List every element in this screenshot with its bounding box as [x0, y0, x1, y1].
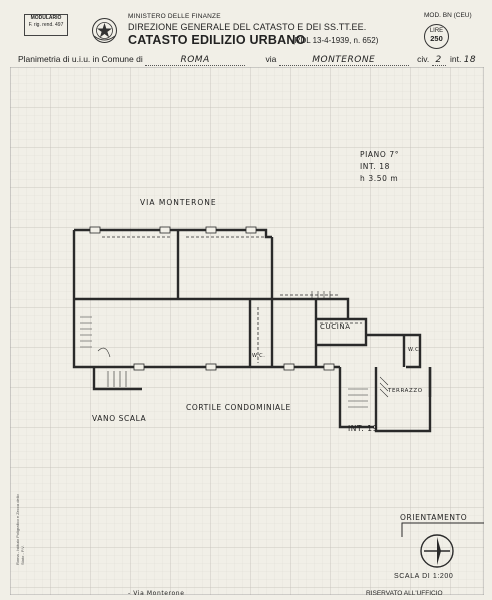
int-label: int.	[449, 54, 462, 64]
terrazzo-label: TERRAZZO	[388, 388, 423, 394]
wc-label-1: W.C.	[252, 353, 266, 359]
int-info-label: INT. 18	[360, 162, 391, 171]
modulario-ref: F. rig. rend. 497	[28, 22, 64, 28]
lire-stamp: LIRE 250	[424, 24, 449, 49]
direzione-title: DIREZIONE GENERALE DEL CATASTO E DEI SS.…	[128, 22, 367, 32]
lire-value: 250	[430, 34, 443, 43]
ministry-title: MINISTERO DELLE FINANZE	[128, 13, 221, 20]
grid-paper	[10, 67, 484, 595]
lire-label: LIRE	[429, 28, 444, 34]
cortile-label: CORTILE CONDOMINIALE	[186, 403, 291, 412]
vano-scala-label: VANO SCALA	[92, 414, 147, 423]
floor-plan-walls	[72, 228, 432, 433]
model-code: MOD. BN (CEU)	[424, 12, 472, 19]
sheet-footer: - Via Monterone	[0, 588, 492, 600]
cucina-label: CUCINA	[320, 323, 351, 331]
orientamento-label: ORIENTAMENTO	[400, 513, 468, 522]
comune-value: ROMA	[180, 55, 210, 65]
reserved-office-label: RISERVATO ALL'UFFICIO	[366, 590, 443, 597]
window-openings	[89, 226, 335, 371]
catasto-title: CATASTO EDILIZIO URBANO	[128, 33, 306, 47]
planimetria-prefix: Planimetria di u.i.u. in Comune di	[18, 54, 143, 64]
civ-label: civ.	[417, 54, 430, 64]
floor-plan-grid	[10, 67, 484, 595]
planimetria-line: Planimetria di u.i.u. in Comune di ROMA …	[18, 54, 476, 66]
printer-sidebar: Roma - Istituto Poligrafico e Zecca dell…	[15, 494, 25, 565]
footer-handwriting: - Via Monterone	[128, 590, 185, 597]
int-value: 18	[463, 55, 477, 65]
height-label: h 3.50 m	[360, 174, 399, 183]
street-label: VIA MONTERONE	[140, 198, 217, 207]
via-value: MONTERONE	[312, 55, 376, 65]
modulario-box: MODULARIO F. rig. rend. 497	[24, 14, 68, 36]
sheet-header: MODULARIO F. rig. rend. 497 MINISTERO DE…	[0, 0, 492, 66]
int19-label: INT. 19	[348, 424, 379, 433]
scale-label: SCALA DI 1:200	[394, 573, 454, 580]
rdl-reference: (RDL 13-4-1939, n. 652)	[292, 36, 379, 45]
wc-label-2: W.C.	[408, 347, 422, 353]
modulario-title: MODULARIO	[30, 15, 62, 21]
stair-symbols	[80, 291, 389, 408]
orientation-compass	[401, 522, 484, 568]
civ-value: 2	[435, 55, 442, 65]
via-label: via	[265, 54, 277, 64]
piano-label: PIANO 7°	[360, 150, 400, 159]
republic-emblem-icon	[92, 18, 117, 43]
